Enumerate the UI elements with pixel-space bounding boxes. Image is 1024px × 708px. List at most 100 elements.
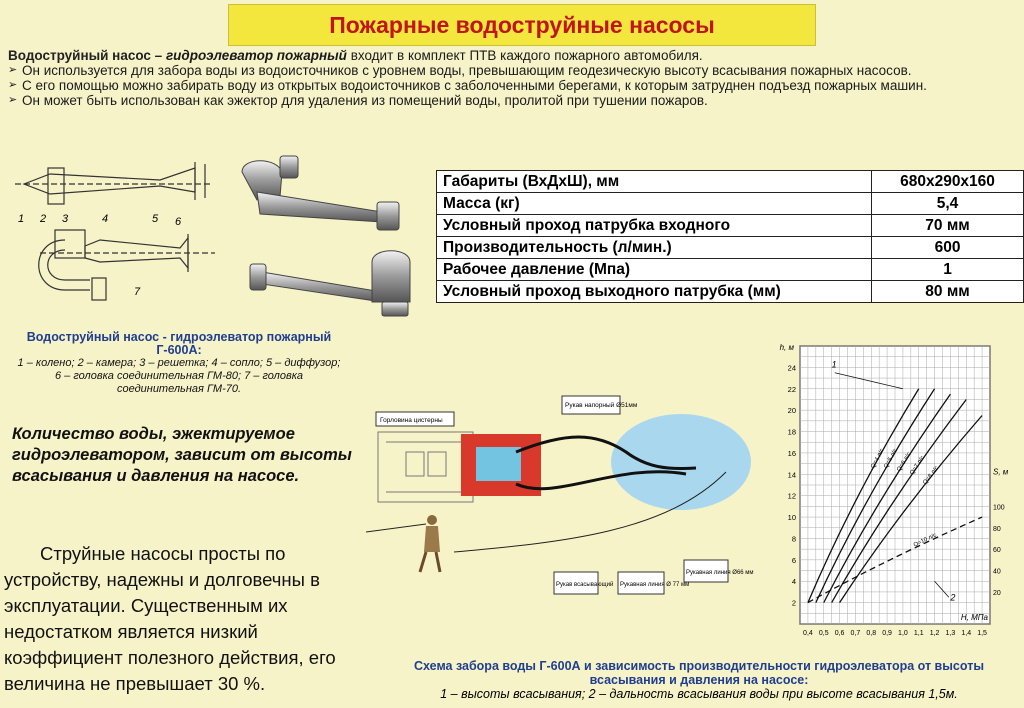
- x-tick-label: 0,7: [851, 630, 861, 637]
- y-tick-label: 12: [788, 492, 796, 501]
- y-axis-label: h, м: [780, 343, 795, 352]
- part-label: 1: [18, 213, 24, 225]
- x-tick-label: 0,5: [819, 630, 829, 637]
- series-line: [815, 388, 936, 603]
- intro-lead: Водоструйный насос – гидроэлеватор пожар…: [8, 48, 1018, 63]
- part-label: 3: [62, 213, 69, 225]
- y-tick-label: 16: [788, 449, 796, 458]
- intro-bullet: Он используется для забора воды из водои…: [8, 63, 1018, 78]
- spec-value: 5,4: [871, 192, 1024, 215]
- series-line: [831, 399, 967, 603]
- figure-caption-title: Водоструйный насос - гидроэлеватор пожар…: [26, 330, 332, 357]
- y-tick-label-right: 100: [993, 504, 1005, 511]
- x-axis-label: Н, МПа: [961, 613, 989, 622]
- spec-param: Условный проход выходного патрубка (мм): [435, 280, 873, 303]
- scheme-label-box: [375, 411, 455, 427]
- x-tick-label: 1,0: [898, 630, 908, 637]
- spec-param: Масса (кг): [435, 192, 873, 215]
- figure-caption: Водоструйный насос - гидроэлеватор пожар…: [14, 331, 344, 396]
- y-tick-label: 8: [792, 534, 796, 543]
- water-source: [611, 414, 751, 510]
- lead-bold: Водоструйный насос –: [8, 48, 163, 63]
- x-tick-label: 0,8: [866, 630, 876, 637]
- y-tick-label: 24: [788, 363, 796, 372]
- intro-text: Водоструйный насос – гидроэлеватор пожар…: [8, 48, 1018, 108]
- spec-value: 1: [871, 258, 1024, 281]
- y-tick-label: 4: [792, 577, 796, 586]
- x-tick-label: 1,2: [930, 630, 940, 637]
- x-tick-label: 0,4: [803, 630, 813, 637]
- curve-label: 1: [832, 359, 837, 369]
- y-tick-label-right: 40: [993, 569, 1001, 576]
- body-text: Струйные насосы просты по устройству, на…: [4, 541, 374, 697]
- series-line: [807, 388, 920, 603]
- water-intake-scheme: Горловина цистерны Рукав напорный Ø51мм …: [366, 395, 754, 595]
- hydroelevator-drawing: 1 2 3 4 5 6 7: [15, 162, 215, 301]
- y-tick-label: 10: [788, 513, 796, 522]
- quote-text: Количество воды, эжектируемое гидроэлева…: [12, 425, 352, 485]
- curve-leader: [834, 372, 904, 390]
- x-tick-label: 0,6: [835, 630, 845, 637]
- y-tick-label-right: 80: [993, 526, 1001, 533]
- hydroelevator-photo: [241, 155, 411, 317]
- y-tick-label-right: 20: [993, 590, 1001, 597]
- intro-bullet: Он может быть использован как эжектор дл…: [8, 93, 1018, 108]
- y-tick-label: 20: [788, 406, 796, 415]
- scheme-label-box: [561, 395, 621, 415]
- spec-param: Рабочее давление (Мпа): [435, 258, 873, 281]
- scheme-label: Рукавная линия Ø66 мм: [686, 570, 754, 576]
- lead-rest: входит в комплект ПТВ каждого пожарного …: [350, 48, 703, 63]
- scheme-label-box: [683, 559, 729, 583]
- x-tick-label: 1,4: [961, 630, 971, 637]
- scheme-label-box: [617, 571, 665, 595]
- part-label: 7: [134, 286, 141, 298]
- x-tick-label: 0,9: [882, 630, 892, 637]
- curve-label: 2: [949, 592, 955, 602]
- spec-value: 80 мм: [871, 280, 1024, 303]
- table-row: Рабочее давление (Мпа)1: [435, 258, 1024, 281]
- pump-unit: [476, 447, 521, 481]
- y-tick-label: 2: [792, 599, 796, 608]
- page-title: Пожарные водоструйные насосы: [329, 11, 715, 38]
- spec-param: Производительность (л/мин.): [435, 236, 873, 259]
- scheme-caption: Схема забора воды Г-600А и зависимость п…: [384, 659, 1014, 701]
- spec-param: Условный проход патрубка входного: [435, 214, 873, 237]
- y-tick-label: 22: [788, 385, 796, 394]
- scheme-caption-legend: 1 – высоты всасывания; 2 – дальность вса…: [440, 687, 958, 701]
- table-row: Производительность (л/мин.)600: [435, 236, 1024, 259]
- y-tick-label-right: 60: [993, 547, 1001, 554]
- curve-leader: [934, 580, 950, 598]
- scheme-caption-title: Схема забора воды Г-600А и зависимость п…: [413, 659, 984, 687]
- series-line: [839, 415, 983, 603]
- page-title-banner: Пожарные водоструйные насосы: [228, 4, 816, 46]
- spec-value: 70 мм: [871, 214, 1024, 237]
- series-line: [823, 393, 951, 603]
- body-paragraph: Струйные насосы просты по устройству, на…: [4, 543, 336, 694]
- x-tick-label: 1,1: [914, 630, 924, 637]
- figure-caption-parts: 1 – колено; 2 – камера; 3 – решетка; 4 –…: [17, 357, 341, 395]
- y-axis-label-right: S, м: [993, 467, 1009, 476]
- scheme-label: Рукав всасывающий: [556, 581, 613, 588]
- part-label: 4: [102, 213, 108, 225]
- x-tick-label: 1,3: [946, 630, 956, 637]
- part-label: 2: [39, 213, 46, 225]
- table-row: Масса (кг)5,4: [435, 192, 1024, 215]
- scheme-label: Рукав напорный Ø51мм: [565, 401, 638, 409]
- spec-value: 600: [871, 236, 1024, 259]
- scheme-label: Рукавная линия Ø 77 мм: [620, 582, 689, 588]
- x-tick-label: 1,5: [977, 630, 987, 637]
- part-label: 6: [175, 216, 182, 228]
- scheme-label-box: [553, 571, 599, 595]
- y-tick-label: 6: [792, 556, 796, 565]
- y-tick-label: 18: [788, 428, 796, 437]
- part-label: 5: [152, 213, 159, 225]
- table-row: Условный проход выходного патрубка (мм)8…: [435, 280, 1024, 303]
- intro-bullet: С его помощью можно забирать воду из отк…: [8, 78, 1018, 93]
- spec-param: Габариты (ВхДхШ), мм: [435, 170, 873, 193]
- scheme-label: Горловина цистерны: [380, 417, 443, 424]
- firefighter-figure: [418, 515, 442, 573]
